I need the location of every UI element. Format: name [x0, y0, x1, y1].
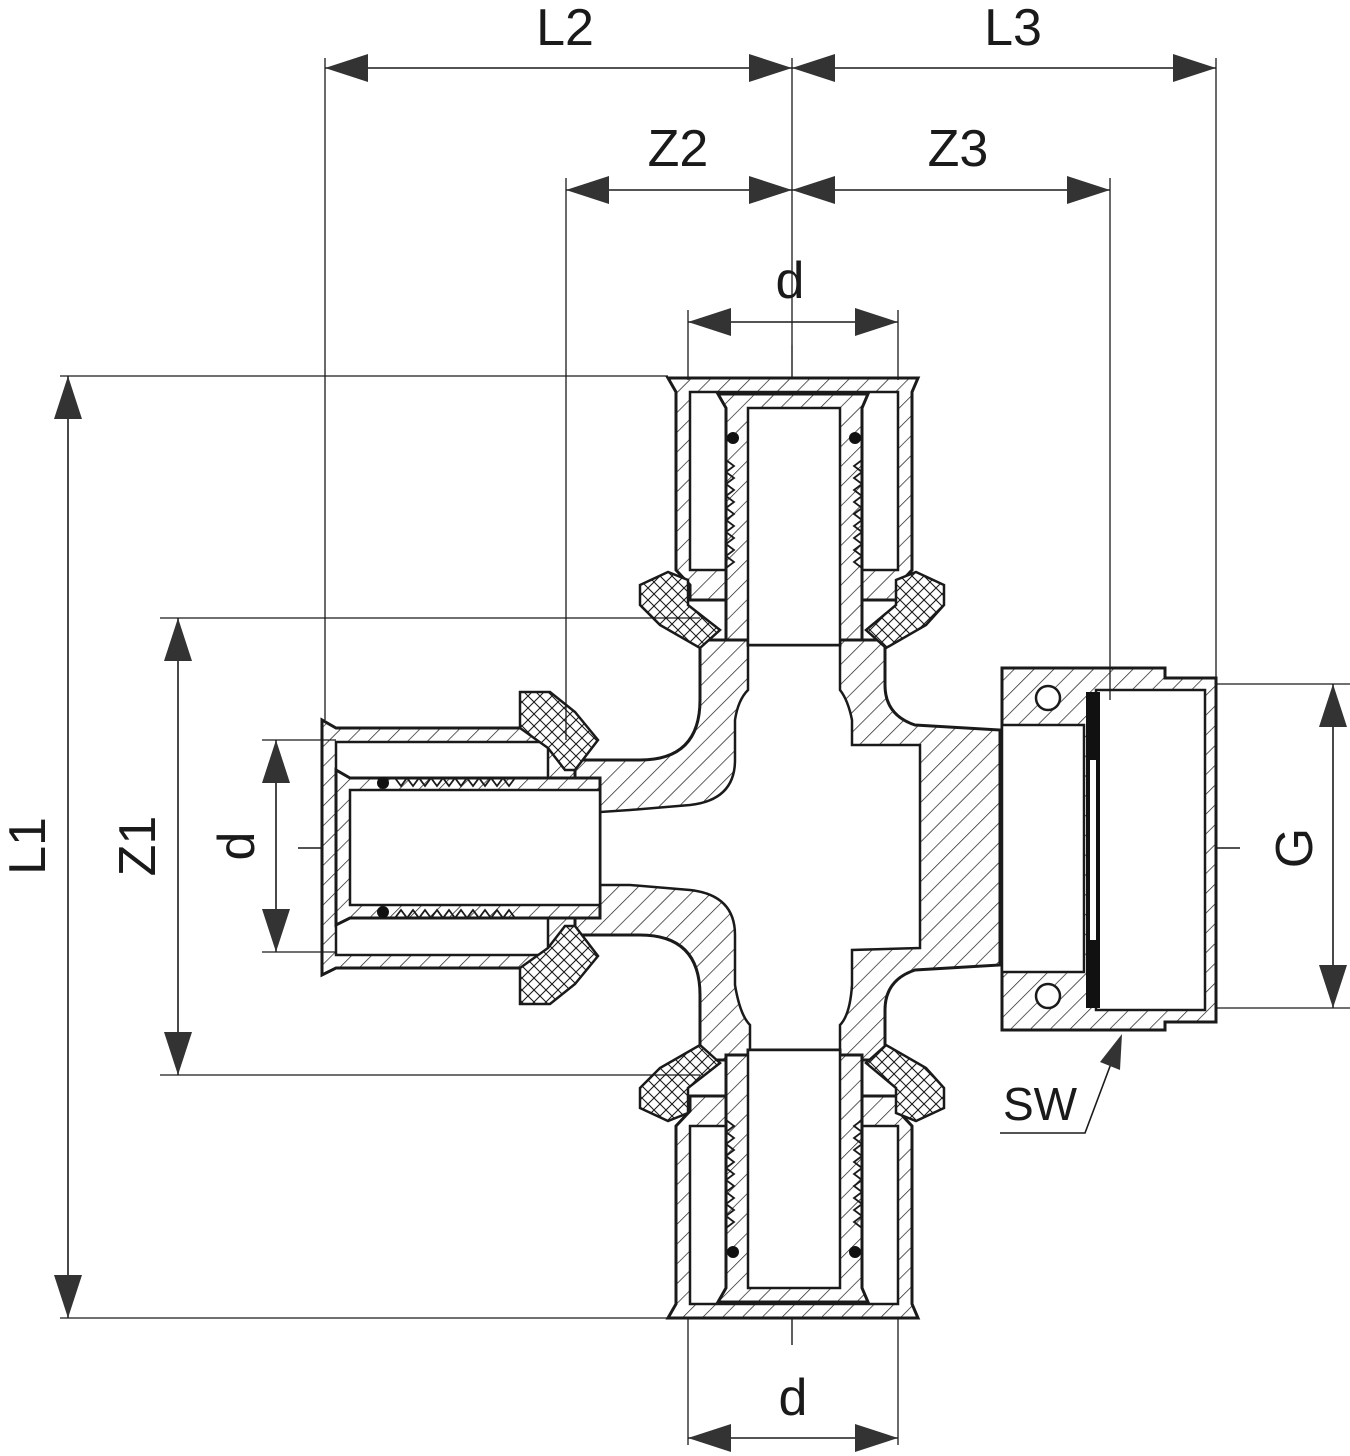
label-sw: SW: [1003, 1078, 1078, 1130]
label-d-top: d: [776, 252, 805, 310]
label-z3: Z3: [928, 120, 989, 178]
dimension-l2: [325, 54, 792, 82]
dimension-d-top: [688, 308, 898, 336]
dimension-d-left: [262, 740, 290, 952]
label-l2: L2: [536, 0, 594, 57]
fitting-body: [558, 638, 1002, 1062]
dimension-l3: [792, 54, 1216, 82]
extension-lines: [60, 58, 1350, 1445]
sw-leader: [1000, 1034, 1122, 1134]
label-z1: Z1: [109, 816, 167, 877]
left-press-socket: [320, 690, 602, 1006]
dimension-d-bottom: [688, 1424, 898, 1452]
dimension-z3: [792, 176, 1110, 204]
dimension-z2: [566, 176, 792, 204]
label-z2: Z2: [648, 120, 709, 178]
label-d-left: d: [208, 832, 266, 861]
label-l1: L1: [0, 817, 57, 875]
bottom-press-socket: [638, 1043, 946, 1320]
dimension-l1: [54, 376, 82, 1318]
right-threaded-union: [1000, 666, 1218, 1032]
label-l3: L3: [984, 0, 1042, 57]
label-g: G: [1266, 828, 1324, 868]
top-press-socket: [638, 376, 946, 650]
dimension-g: [1319, 684, 1347, 1008]
label-d-bottom: d: [779, 1369, 808, 1427]
dimension-z1: [164, 618, 192, 1075]
